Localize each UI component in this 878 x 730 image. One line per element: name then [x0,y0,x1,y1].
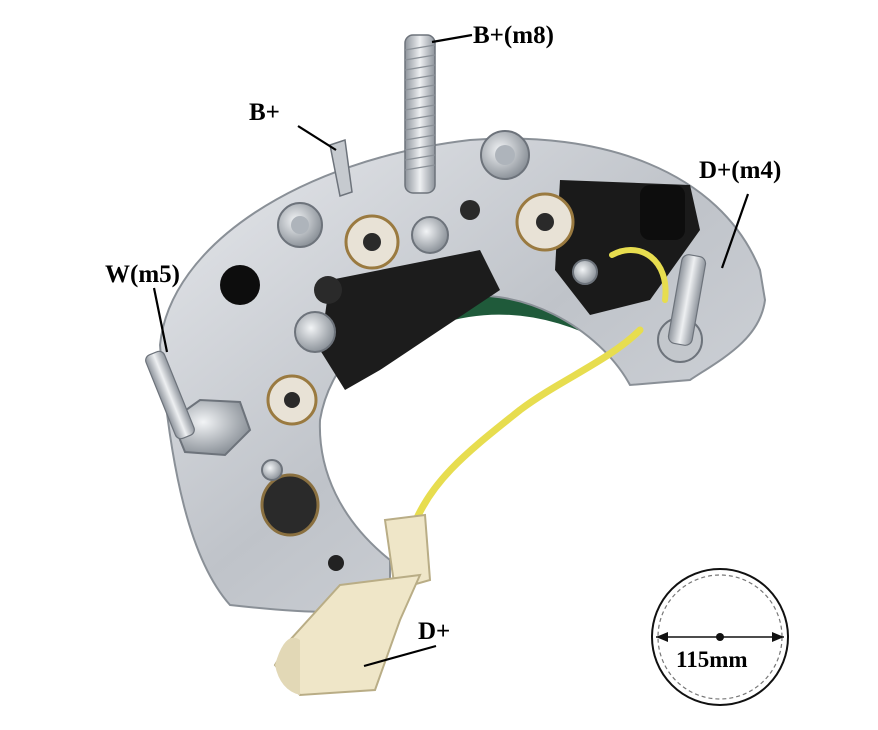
mount-hole-bottom [260,473,320,537]
leader-w-m5 [152,287,169,353]
label-d-plus-m4: D+(m4) [699,157,782,184]
d-plus-m4-stud [657,254,707,363]
d-plus-connector [273,513,432,697]
w-m5-stud [145,350,252,457]
diodes [266,192,575,426]
label-b-plus: B+ [249,99,280,126]
screw-heads [261,130,598,481]
d-plus-wire [408,326,644,534]
mount-hole-left [220,265,260,305]
b-plus-spade-terminal [329,139,353,197]
b-plus-m8-stud [404,34,436,194]
leader-d-plus-m4 [720,193,750,269]
leader-d-plus [363,644,437,668]
mount-hole-small [328,555,344,571]
diameter-indicator [651,568,789,706]
label-b-plus-m8: B+(m8) [473,22,554,49]
leader-lines [152,33,750,668]
leader-b-plus-m8 [431,33,473,44]
insulator-block [320,250,500,390]
label-w-m5: W(m5) [105,261,180,288]
insulator-slot [640,185,685,240]
leader-b-plus [297,125,337,151]
label-d-plus: D+ [418,618,451,645]
diameter-label: 115mm [676,647,748,672]
d-plus-wire-loop [609,247,669,303]
